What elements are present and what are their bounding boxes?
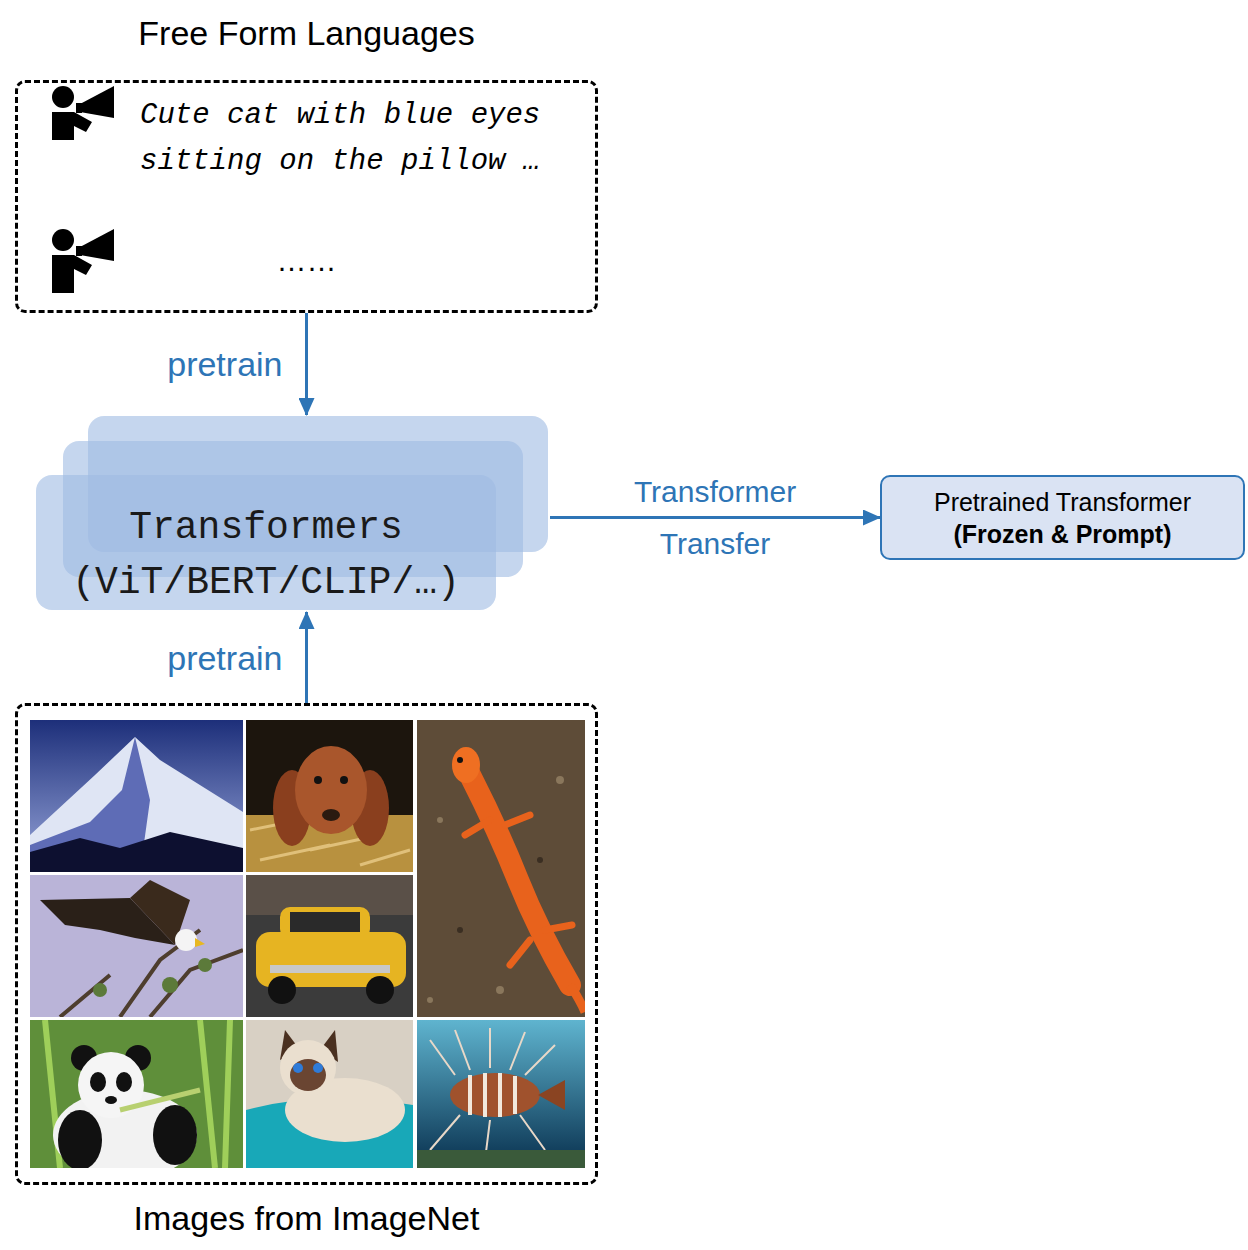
edge-label: Transformer Transfer (634, 466, 796, 570)
speaker-icon (52, 229, 114, 293)
group-heading: Images from ImageNet (18, 1198, 595, 1238)
text-corpus-box: Free Form LanguagesCute cat with blue ey… (15, 80, 598, 313)
edge-label: pretrain (167, 638, 282, 678)
arrow-connector (550, 516, 880, 519)
process-box: Pretrained Transformer(Frozen & Prompt) (880, 475, 1245, 560)
example-caption: Cute cat with blue eyes sitting on the p… (140, 93, 585, 185)
taxi-photo (246, 875, 413, 1017)
cat-photo (246, 1020, 413, 1168)
dog-photo (246, 720, 413, 872)
arrow-connector (305, 313, 308, 415)
group-heading: Free Form Languages (18, 13, 595, 53)
transformer-stack: Transformers(ViT/BERT/CLIP/…) (35, 415, 550, 612)
edge-label: pretrain (167, 344, 282, 384)
speaker-icon (52, 86, 114, 140)
imagenet-photos (15, 703, 598, 1185)
salamander-photo (417, 720, 585, 1017)
image-dataset-box: Images from ImageNet (15, 703, 598, 1185)
box-subtitle: (Frozen & Prompt) (953, 518, 1171, 550)
mountain-photo (30, 720, 243, 872)
speaker-icons (0, 0, 130, 320)
eagle-photo (30, 875, 243, 1017)
ellipsis-text: …… (18, 243, 595, 279)
arrow-connector (305, 612, 308, 703)
layer-card (36, 475, 496, 610)
model-title: Transformers (35, 500, 497, 555)
box-title: Pretrained Transformer (934, 486, 1191, 518)
model-list: (ViT/BERT/CLIP/…) (35, 555, 497, 610)
lionfish-photo (417, 1020, 585, 1168)
panda-photo (30, 1020, 243, 1168)
